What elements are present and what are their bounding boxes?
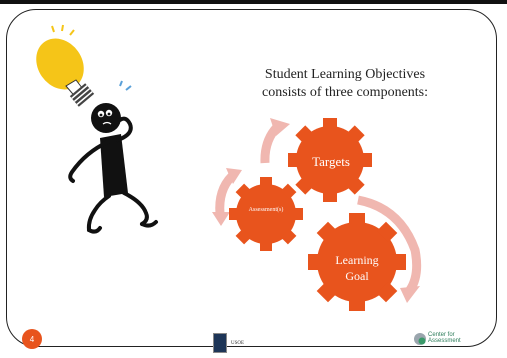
goal-line-1: Learning: [335, 253, 379, 267]
usoe-logo: [213, 333, 227, 353]
gear-label-targets: Targets: [312, 154, 350, 169]
usoe-label: USOE: [231, 341, 245, 346]
slide-title: Student Learning Objectives consists of …: [240, 66, 450, 102]
top-rule: [0, 0, 507, 4]
thinking-figure-icon: [68, 103, 158, 234]
gear-assessments: [229, 177, 303, 251]
cfa-line-1: Center for: [428, 332, 455, 338]
gear-label-learning-goal: Learning Goal: [322, 252, 392, 284]
lightbulb-icon: [36, 24, 132, 107]
gear-learning-goal: [308, 213, 406, 311]
cfa-line-2: Assessment: [428, 338, 461, 344]
cfa-logo-text: Center for Assessment: [428, 332, 461, 344]
goal-line-2: Goal: [345, 269, 369, 283]
cfa-logo-icon: [414, 333, 426, 345]
cycle-arrowheads: [212, 118, 420, 303]
page-number-badge: 4: [22, 329, 42, 349]
title-line-2: consists of three components:: [261, 85, 429, 100]
title-line-1: Student Learning Objectives: [264, 67, 426, 82]
gear-label-assessments: Assessment(s): [248, 207, 284, 213]
gear-targets: [288, 118, 372, 202]
